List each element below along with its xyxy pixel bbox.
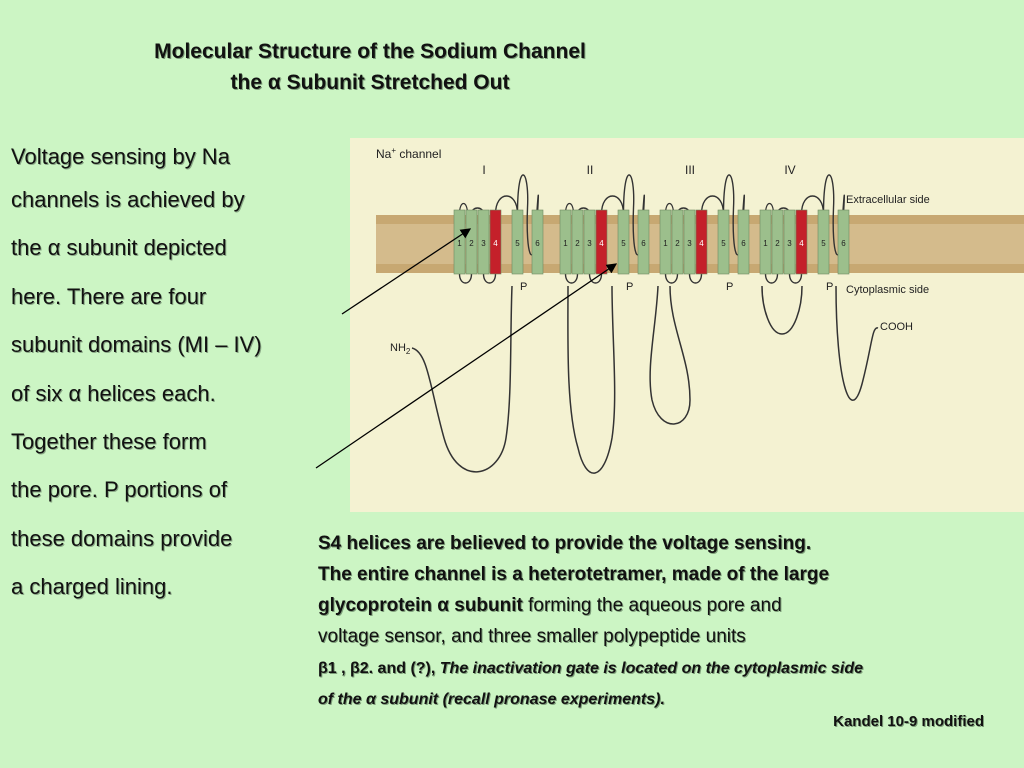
loop-iii-iv xyxy=(761,285,803,335)
caption-line-3: glycoprotein α subunit forming the aqueo… xyxy=(318,590,1018,621)
domain-label: I xyxy=(482,163,485,177)
helix-number: 3 xyxy=(787,239,792,248)
helix-number: 6 xyxy=(535,239,540,248)
caption-line-1: S4 helices are believed to provide the v… xyxy=(318,533,812,554)
helix-number: 3 xyxy=(481,239,486,248)
helix-segment xyxy=(783,209,796,275)
p-loop xyxy=(822,174,846,256)
channel-diagram: Na+ channel Extracellular side Cytoplasm… xyxy=(376,146,1024,474)
connecting-loop xyxy=(664,273,679,284)
s4-helix xyxy=(695,209,708,275)
s4-helix xyxy=(795,209,808,275)
domain-label: IV xyxy=(784,163,795,177)
cytoplasmic-label: Cytoplasmic side xyxy=(846,284,929,296)
helix-segment xyxy=(817,209,830,275)
connecting-loop xyxy=(564,273,579,284)
n-terminal-chain xyxy=(411,285,513,473)
helix-number: 5 xyxy=(515,239,520,248)
connecting-loop xyxy=(788,273,803,284)
c-terminal-chain xyxy=(835,285,879,401)
loop-ii-iii xyxy=(649,285,691,425)
p-loop xyxy=(722,174,746,256)
title-line-2: the α Subunit Stretched Out xyxy=(230,71,510,94)
helix-number: 6 xyxy=(741,239,746,248)
helix-number: 1 xyxy=(563,239,568,248)
helix-number: 3 xyxy=(587,239,592,248)
connecting-loop xyxy=(482,273,497,284)
caption-line-4: voltage sensor, and three smaller polype… xyxy=(318,626,746,647)
p-loop xyxy=(622,174,646,256)
helix-number: 2 xyxy=(469,239,474,248)
cooh-label: COOH xyxy=(880,321,913,333)
helix-segment xyxy=(617,209,630,275)
caption: S4 helices are believed to provide the v… xyxy=(318,528,1018,715)
helix-number: 2 xyxy=(675,239,680,248)
helix-number: 4 xyxy=(699,239,704,248)
side-text-line: a charged lining. xyxy=(11,574,173,600)
caption-line-2: The entire channel is a heterotetramer, … xyxy=(318,564,830,585)
helix-segment xyxy=(659,209,672,275)
p-loop xyxy=(516,174,540,256)
connecting-loop xyxy=(588,273,603,284)
helix-number: 2 xyxy=(575,239,580,248)
helix-segment xyxy=(837,209,850,275)
p-label: P xyxy=(826,281,833,293)
helix-segment xyxy=(771,209,784,275)
caption-line-6: of the α subunit (recall pronase experim… xyxy=(318,691,665,708)
helix-segment xyxy=(671,209,684,275)
caption-inactivation-gate: The inactivation gate is located on the … xyxy=(439,660,863,677)
credit: Kandel 10-9 modified xyxy=(833,713,984,730)
helix-segment xyxy=(717,209,730,275)
helix-number: 6 xyxy=(841,239,846,248)
connecting-loop xyxy=(688,273,703,284)
connecting-loop xyxy=(764,273,779,284)
caption-beta-units: β1 , β2. xyxy=(318,660,374,677)
helix-number: 1 xyxy=(663,239,668,248)
p-label: P xyxy=(520,281,527,293)
domain-label: III xyxy=(685,163,695,177)
side-text-line: the pore. P portions of xyxy=(11,477,228,503)
extracellular-label: Extracellular side xyxy=(846,194,930,206)
caption-line-5: β1 , β2. and (?), The inactivation gate … xyxy=(318,652,1018,684)
helix-number: 4 xyxy=(493,239,498,248)
title-line-1: Molecular Structure of the Sodium Channe… xyxy=(154,40,586,63)
helix-number: 3 xyxy=(687,239,692,248)
helix-segment xyxy=(759,209,772,275)
helix-number: 4 xyxy=(599,239,604,248)
nh2-label: NH2 xyxy=(390,342,411,356)
helix-number: 5 xyxy=(621,239,626,248)
helix-number: 5 xyxy=(721,239,726,248)
caption-line-3-normal: forming the aqueous pore and xyxy=(522,595,782,616)
figure-label: Na+ channel xyxy=(376,146,441,161)
helix-number: 6 xyxy=(641,239,646,248)
helix-segment xyxy=(683,209,696,275)
sodium-channel-figure: Na+ channel Extracellular side Cytoplasm… xyxy=(350,138,1024,512)
side-text-line: these domains provide xyxy=(11,525,233,551)
side-text-line: Together these form xyxy=(11,428,207,454)
side-text-line: channels is achieved by xyxy=(11,187,245,212)
helix-segment xyxy=(637,209,650,275)
domain-label: II xyxy=(587,163,594,177)
side-text-line: the α subunit depicted xyxy=(11,235,227,261)
slide-title: Molecular Structure of the Sodium Channe… xyxy=(0,36,740,98)
side-text-line: here. There are four xyxy=(11,283,207,309)
loop-i-ii xyxy=(567,285,616,474)
helix-segment xyxy=(737,209,750,275)
helix-number: 2 xyxy=(775,239,780,248)
helix-number: 1 xyxy=(763,239,768,248)
side-text-line: of six α helices each. xyxy=(11,380,216,406)
caption-and: and (?), xyxy=(373,660,440,677)
side-text: Voltage sensing by Na channels is achieve… xyxy=(11,138,346,612)
side-text-line: Voltage sensing by Na xyxy=(11,144,230,169)
helix-number: 5 xyxy=(821,239,826,248)
side-text-line: subunit domains (MI – IV) xyxy=(11,332,262,358)
p-label: P xyxy=(626,281,633,293)
caption-line-3-bold: glycoprotein α subunit xyxy=(318,595,523,616)
helix-number: 1 xyxy=(457,239,462,248)
p-label: P xyxy=(726,281,733,293)
helix-number: 4 xyxy=(799,239,804,248)
connecting-loop xyxy=(458,273,473,284)
